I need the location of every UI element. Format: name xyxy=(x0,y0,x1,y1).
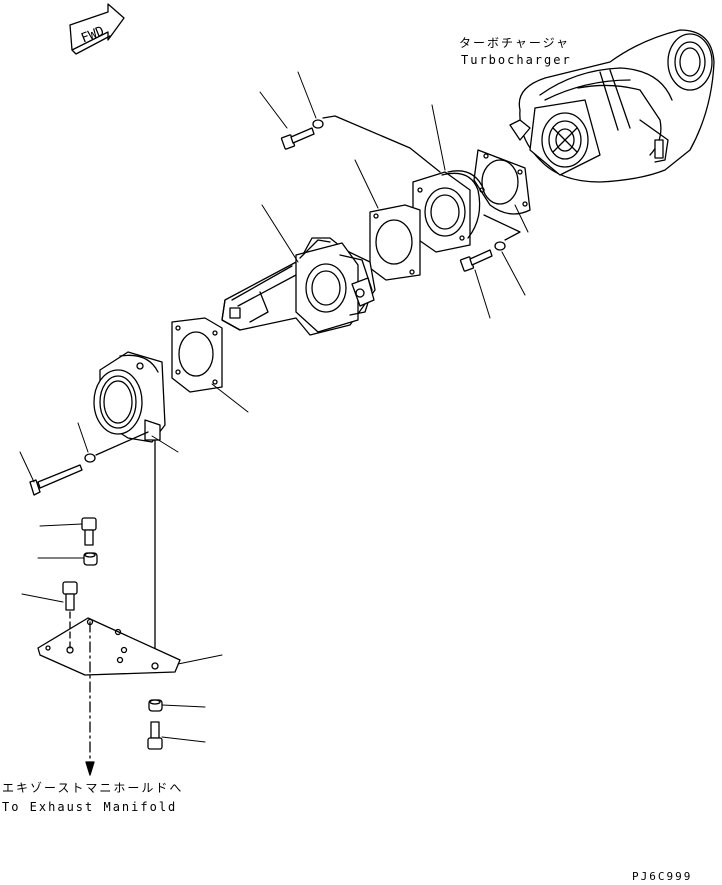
small-nut xyxy=(83,552,98,566)
leader-lines xyxy=(19,71,529,743)
small-bolt-1 xyxy=(81,517,97,546)
to-exhaust-manifold-arrow xyxy=(85,621,95,776)
exhaust-brake-valve xyxy=(221,237,376,336)
bolt-alignment-line xyxy=(322,115,441,173)
lower-bolt xyxy=(147,721,163,750)
turbo-gasket xyxy=(473,149,531,215)
gasket-lower xyxy=(171,317,223,393)
long-bolt xyxy=(29,464,83,496)
turbocharger-label-en: Turbocharger xyxy=(461,53,572,67)
turbocharger-label-jp: ターボチャージャ xyxy=(459,36,571,50)
mounting-bracket xyxy=(37,617,181,676)
lower-nut xyxy=(148,699,163,712)
long-bolt-washer xyxy=(84,453,96,463)
adapter-flange xyxy=(412,170,485,253)
washer-lower xyxy=(494,241,506,251)
bolt-alignment-line-2 xyxy=(483,214,521,241)
turbocharger xyxy=(509,29,715,183)
small-bolt-2 xyxy=(62,581,78,611)
long-bolt-axis xyxy=(95,431,149,456)
exhaust-manifold-label-jp: エキゾーストマニホールドへ xyxy=(2,781,184,795)
gasket-middle xyxy=(369,204,421,281)
exhaust-elbow xyxy=(93,351,166,443)
bolt-lower xyxy=(459,249,493,272)
exhaust-manifold-label-en: To Exhaust Manifold xyxy=(2,800,178,814)
fwd-arrow-icon: FWD xyxy=(69,3,125,55)
washer-upper xyxy=(312,119,324,129)
diagram-code: PJ6C999 xyxy=(632,870,693,883)
bolt-upper xyxy=(280,127,315,150)
